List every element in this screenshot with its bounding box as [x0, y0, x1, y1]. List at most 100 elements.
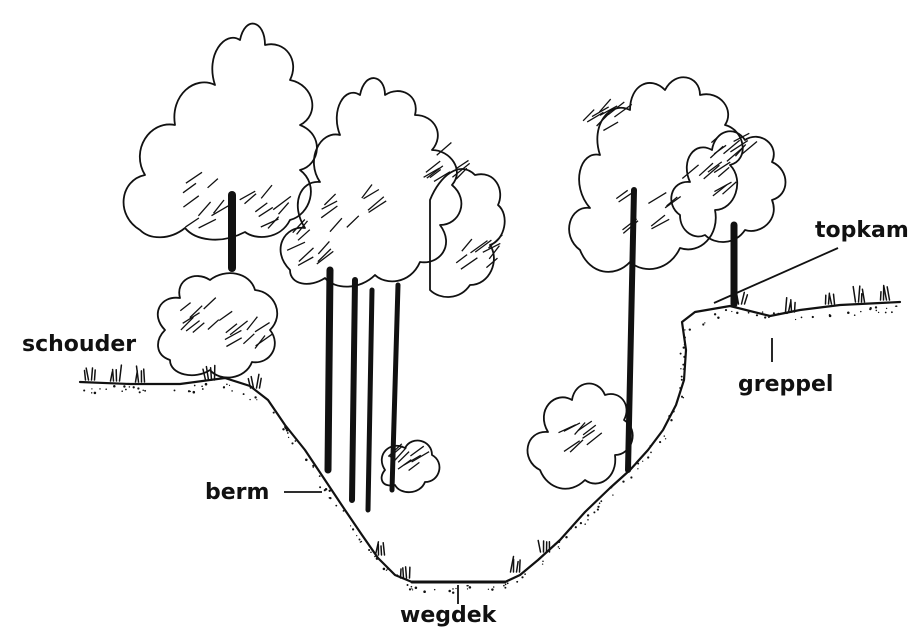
soil-dot: [407, 584, 409, 586]
soil-dot: [554, 543, 556, 545]
hatch-stroke: [299, 248, 314, 262]
soil-dot: [386, 569, 387, 570]
soil-dot: [256, 399, 257, 400]
hatch-stroke: [287, 242, 305, 250]
soil-dot: [313, 467, 314, 468]
grass-blade: [211, 368, 212, 380]
soil-dot: [756, 314, 758, 316]
soil-dot: [94, 392, 97, 395]
soil-dot: [599, 502, 601, 504]
soil-dot: [649, 445, 651, 447]
grass-blade: [887, 287, 889, 300]
soil-dot: [488, 589, 489, 590]
soil-dot: [683, 346, 685, 348]
grass-blade: [795, 303, 796, 313]
soil-dot: [896, 305, 898, 307]
hatch-stroke: [461, 258, 478, 269]
hatch-stroke: [559, 425, 576, 433]
hatch-stroke: [298, 257, 313, 265]
soil-dot: [286, 429, 288, 431]
soil-dot: [680, 353, 682, 355]
soil-dot: [411, 588, 412, 589]
soil-dot: [448, 590, 451, 593]
hatch-stroke: [240, 191, 256, 200]
soil-dot: [885, 312, 887, 314]
hatch-stroke: [587, 433, 602, 445]
soil-dot: [452, 588, 454, 590]
hatch-stroke: [410, 446, 423, 456]
grass-blade: [113, 370, 114, 382]
soil-dot: [319, 475, 321, 477]
label-topkam: topkam: [815, 218, 909, 243]
soil-dot: [249, 399, 250, 400]
hatch-stroke: [475, 240, 491, 252]
grass-blade: [120, 365, 122, 381]
soil-dot: [254, 396, 256, 398]
soil-dot: [683, 356, 685, 358]
hatch-stroke: [186, 172, 202, 183]
soil-dot: [505, 584, 507, 586]
soil-dot: [747, 310, 748, 311]
soil-dot: [679, 387, 681, 389]
soil-dot: [202, 388, 204, 390]
soil-dot: [467, 588, 468, 589]
soil-dot: [305, 459, 308, 462]
hatch-stroke: [219, 311, 232, 320]
grass-blade: [745, 295, 748, 304]
soil-stipple: [83, 305, 897, 594]
grass-blade: [742, 292, 745, 304]
hatch-stroke: [682, 165, 698, 179]
hatch-stroke: [226, 338, 241, 347]
soil-dot: [650, 452, 652, 454]
grass-blade: [85, 371, 86, 381]
soil-dot: [682, 364, 684, 366]
hatch-stroke: [247, 317, 258, 330]
grass-blade: [520, 560, 521, 572]
soil-dot: [516, 581, 518, 583]
soil-dot: [575, 526, 577, 528]
hatch-stroke: [199, 219, 216, 228]
hatch-stroke: [427, 166, 443, 178]
grass-blade: [403, 568, 404, 578]
soil-dot: [83, 389, 85, 391]
soil-dot: [423, 590, 426, 593]
soil-dot: [611, 487, 612, 488]
soil-dot: [223, 386, 225, 388]
soil-dot: [891, 311, 893, 313]
soil-dot: [361, 541, 363, 543]
hatch-stroke: [243, 334, 254, 344]
soil-dot: [273, 412, 275, 414]
soil-dot: [383, 568, 386, 571]
soil-dot: [493, 586, 495, 588]
soil-dot: [854, 314, 856, 316]
grass-blade: [383, 543, 384, 555]
label-berm: berm: [205, 480, 269, 505]
soil-dot: [282, 428, 284, 430]
soil-dot: [91, 388, 92, 389]
soil-dot: [725, 309, 727, 311]
tree-trunks: [232, 190, 734, 510]
soil-dot: [287, 432, 289, 434]
soil-dot: [139, 391, 141, 393]
grass-blade: [111, 372, 113, 381]
hatch-stroke: [456, 160, 469, 169]
soil-dot: [684, 329, 685, 330]
hatch-stroke: [651, 215, 665, 226]
hatch-stroke: [330, 218, 342, 232]
grass-blade: [853, 287, 855, 302]
soil-dot: [99, 388, 101, 390]
label-greppel: greppel: [738, 372, 833, 397]
soil-dot: [504, 587, 506, 589]
soil-dot: [875, 306, 877, 308]
soil-dot: [291, 442, 293, 444]
hatch-stroke: [226, 324, 237, 333]
soil-dot: [600, 500, 602, 502]
soil-dot: [343, 510, 345, 512]
hatch-stroke: [180, 303, 190, 311]
soil-dot: [672, 412, 673, 413]
tree-canopies: [124, 24, 786, 493]
hatch-stroke: [398, 452, 409, 463]
hatch-stroke: [255, 336, 265, 349]
grass-blade: [206, 367, 208, 380]
soil-dot: [637, 463, 639, 465]
